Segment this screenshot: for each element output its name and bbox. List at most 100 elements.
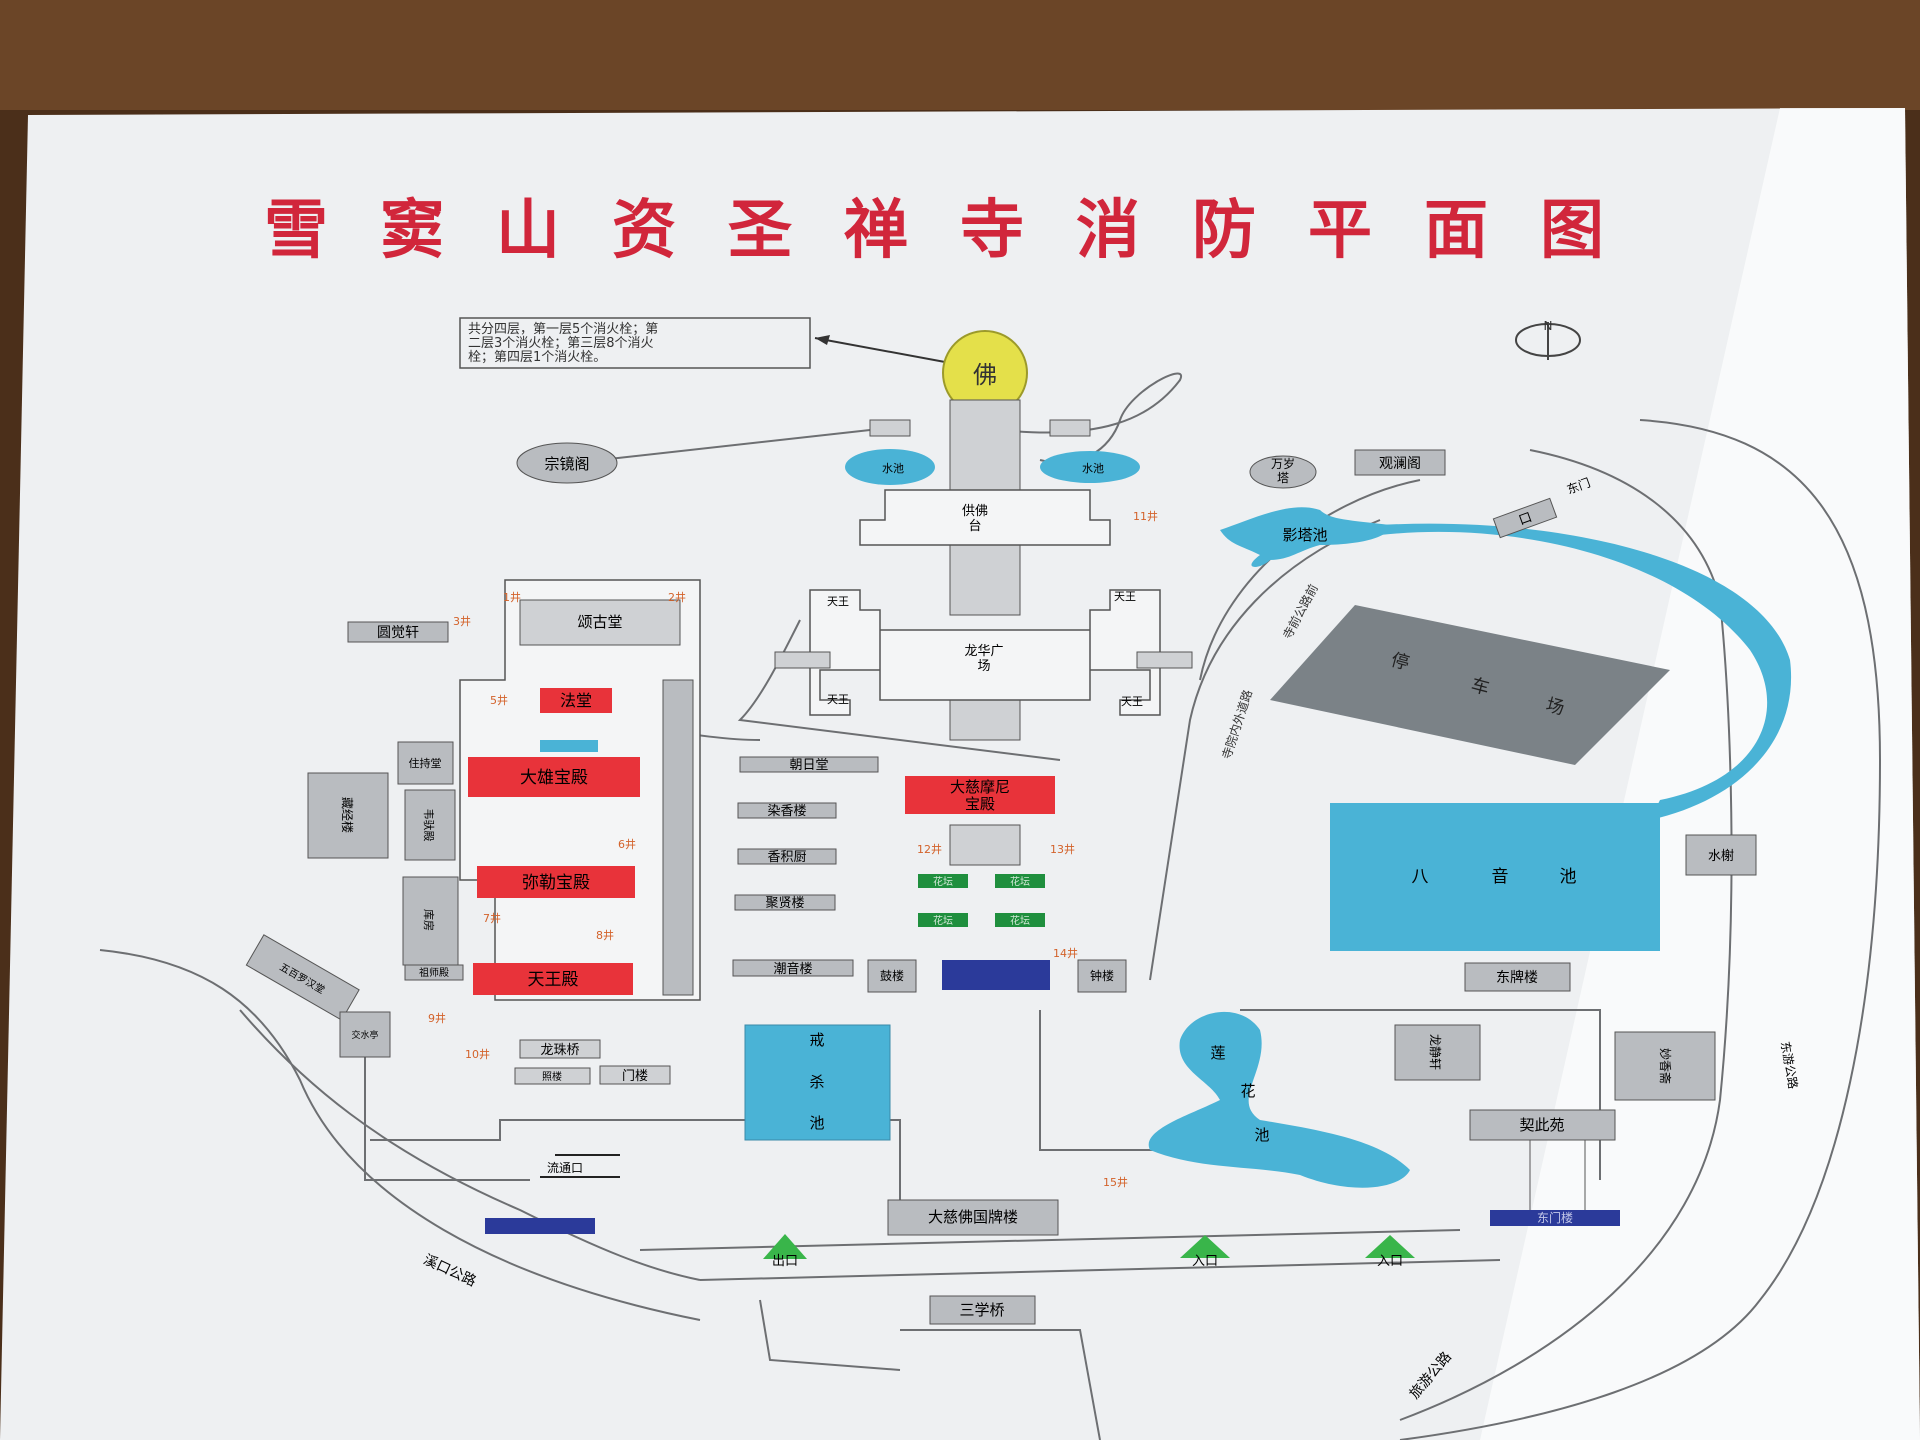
exit-marker: 出口 (763, 1234, 807, 1269)
kufang-label: 库房 (422, 909, 435, 931)
hydrant-12: 12井 (917, 842, 942, 856)
hydrant-14: 14井 (1053, 946, 1078, 960)
zhaobi (514, 1067, 591, 1085)
note-arrow (814, 337, 946, 363)
zhaobi-label: 照楼 (542, 1070, 562, 1083)
buddha-label: 佛 (973, 361, 997, 389)
guanlange (1354, 449, 1446, 476)
hydrant-5: 5井 (490, 693, 508, 707)
menlou (599, 1065, 671, 1085)
daxiong-label: 大雄宝殿 (520, 768, 588, 788)
cangjinglou (307, 772, 389, 859)
jiesha-pool (744, 1024, 891, 1141)
hydrant-9: 9井 (428, 1011, 446, 1025)
board (0, 108, 1920, 1440)
longjinxuan-label: 龙静轩 (1428, 1034, 1442, 1070)
flowerbeds: 花坛 花坛 花坛 花坛 (918, 874, 1045, 927)
gongfotai-platform (859, 489, 1111, 546)
navy-block-west (485, 1218, 595, 1234)
side-stairs-left (774, 651, 831, 669)
songgutang-label: 颂古堂 (577, 613, 622, 631)
yuanjuexuan-label: 圆觉轩 (377, 625, 419, 641)
flowerbed-label-4: 花坛 (1010, 914, 1030, 927)
longzhuqiao (519, 1039, 601, 1059)
gulou (867, 959, 917, 993)
pavilion-right (1049, 419, 1091, 437)
lianhua-label-3: 池 (1254, 1126, 1269, 1144)
parking-label-1: 停 (1389, 650, 1412, 675)
dongpailou-label: 东牌楼 (1496, 969, 1538, 986)
zongjingge-label: 宗镜阁 (544, 455, 589, 473)
flowerbed-4 (995, 913, 1045, 927)
hydrant-6: 6井 (618, 837, 636, 851)
wuren (245, 934, 360, 1021)
pavilion-left (869, 419, 911, 437)
entrance-marker-1: 入口 (1180, 1235, 1230, 1269)
jiesha-label-2: 杀 (809, 1073, 824, 1091)
yingtachi-pond (1220, 507, 1390, 567)
kou-label: 口 (1517, 510, 1534, 529)
fatang (540, 688, 612, 713)
middle-buildings (732, 756, 879, 977)
pool-left (845, 449, 935, 485)
chaoyinlou-label: 潮音楼 (773, 961, 812, 977)
ranxianglou-label: 染香楼 (767, 804, 806, 819)
flowerbed-label-2: 花坛 (1010, 875, 1030, 888)
chaoritang-label: 朝日堂 (789, 758, 828, 773)
jiesha-label-1: 戒 (809, 1031, 824, 1049)
central-stairs (949, 399, 1021, 866)
bayinchi-label-3: 池 (1560, 867, 1577, 887)
lianhua-label-2: 花 (1240, 1082, 1255, 1100)
fatang-label: 法堂 (560, 691, 592, 710)
bayinchi-label-1: 八 (1412, 867, 1429, 887)
flowerbed-1 (918, 874, 968, 888)
side-stairs-right (1136, 651, 1193, 669)
note-box (459, 317, 811, 369)
tianwang-hall-label: 天王殿 (528, 970, 579, 990)
flowerbed-2 (995, 874, 1045, 888)
east-strip (662, 679, 694, 996)
zongjingge (516, 442, 618, 484)
entrance-marker-2: 入口 (1365, 1235, 1415, 1269)
jiaoshui-label: 交水亭 (351, 1029, 378, 1041)
hydrant-15: 15井 (1103, 1175, 1128, 1189)
dacipailou-label: 大慈佛国牌楼 (928, 1208, 1018, 1226)
tianwang-hall (473, 963, 633, 995)
longhua-label-2: 场 (977, 659, 990, 674)
lianhua-pond (1148, 1011, 1410, 1188)
dongpailou (1464, 962, 1571, 992)
zushidian (404, 964, 464, 981)
miaoxiangzhai-label: 妙香斋 (1658, 1048, 1673, 1084)
hydrant-10: 10井 (465, 1047, 490, 1061)
flowerbed-3 (918, 913, 968, 927)
note-line-3: 栓；第四层1个消火栓。 (468, 350, 606, 365)
bayinchi-pool (1330, 803, 1660, 951)
zhonglou-label: 钟楼 (1090, 968, 1114, 983)
shuishu (1685, 834, 1757, 876)
cangjinglou-label: 藏经楼 (340, 797, 355, 833)
flowerbed-label-1: 花坛 (933, 875, 953, 888)
kufang (402, 876, 459, 966)
hydrant-7: 7井 (483, 911, 501, 925)
parking-lot (1270, 605, 1670, 765)
hydrant-labels: 1井 2井 3井 5井 6井 7井 8井 9井 10井 11井 12井 13井 … (428, 509, 1158, 1189)
hydrant-2: 2井 (668, 590, 686, 604)
compass-icon: N (1515, 319, 1581, 360)
glare (1480, 108, 1920, 1440)
gongfotai-label-1: 供佛 (962, 504, 988, 519)
wansuita-label-2: 塔 (1277, 471, 1289, 485)
tianwang-sw: 天王 (827, 693, 849, 706)
bayinchi-label-2: 音 (1492, 867, 1509, 887)
compass-label: N (1544, 319, 1553, 333)
yingtachi-label: 影塔池 (1282, 526, 1327, 544)
hydrant-1: 1井 (503, 590, 521, 604)
dongmenlou-label: 东门楼 (1537, 1210, 1573, 1225)
wansuita (1249, 455, 1317, 489)
longhua-courtyard (809, 589, 1161, 716)
flowerbed-label-3: 花坛 (933, 914, 953, 927)
exit-label: 出口 (772, 1254, 798, 1269)
entrance-label-2: 入口 (1377, 1254, 1403, 1269)
mile-label: 弥勒宝殿 (522, 873, 590, 893)
jiaoshui (339, 1011, 391, 1058)
damoni-hall (905, 776, 1055, 814)
